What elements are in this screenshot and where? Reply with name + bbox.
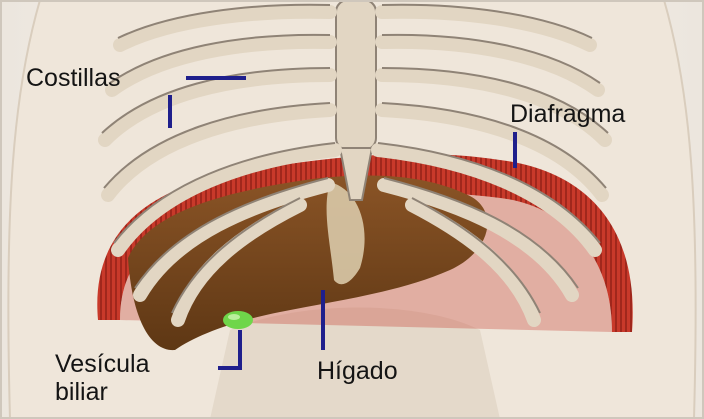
label-diaphragm: Diafragma xyxy=(510,100,625,128)
label-gallbladder-line1: Vesícula xyxy=(55,350,150,378)
sternum xyxy=(336,0,376,150)
gallbladder-shape xyxy=(223,311,253,329)
gallbladder-highlight xyxy=(228,314,240,320)
label-ribs: Costillas xyxy=(26,64,120,92)
label-liver: Hígado xyxy=(317,357,398,385)
label-gallbladder-line2: biliar xyxy=(55,378,150,406)
label-gallbladder: Vesícula biliar xyxy=(55,350,150,406)
